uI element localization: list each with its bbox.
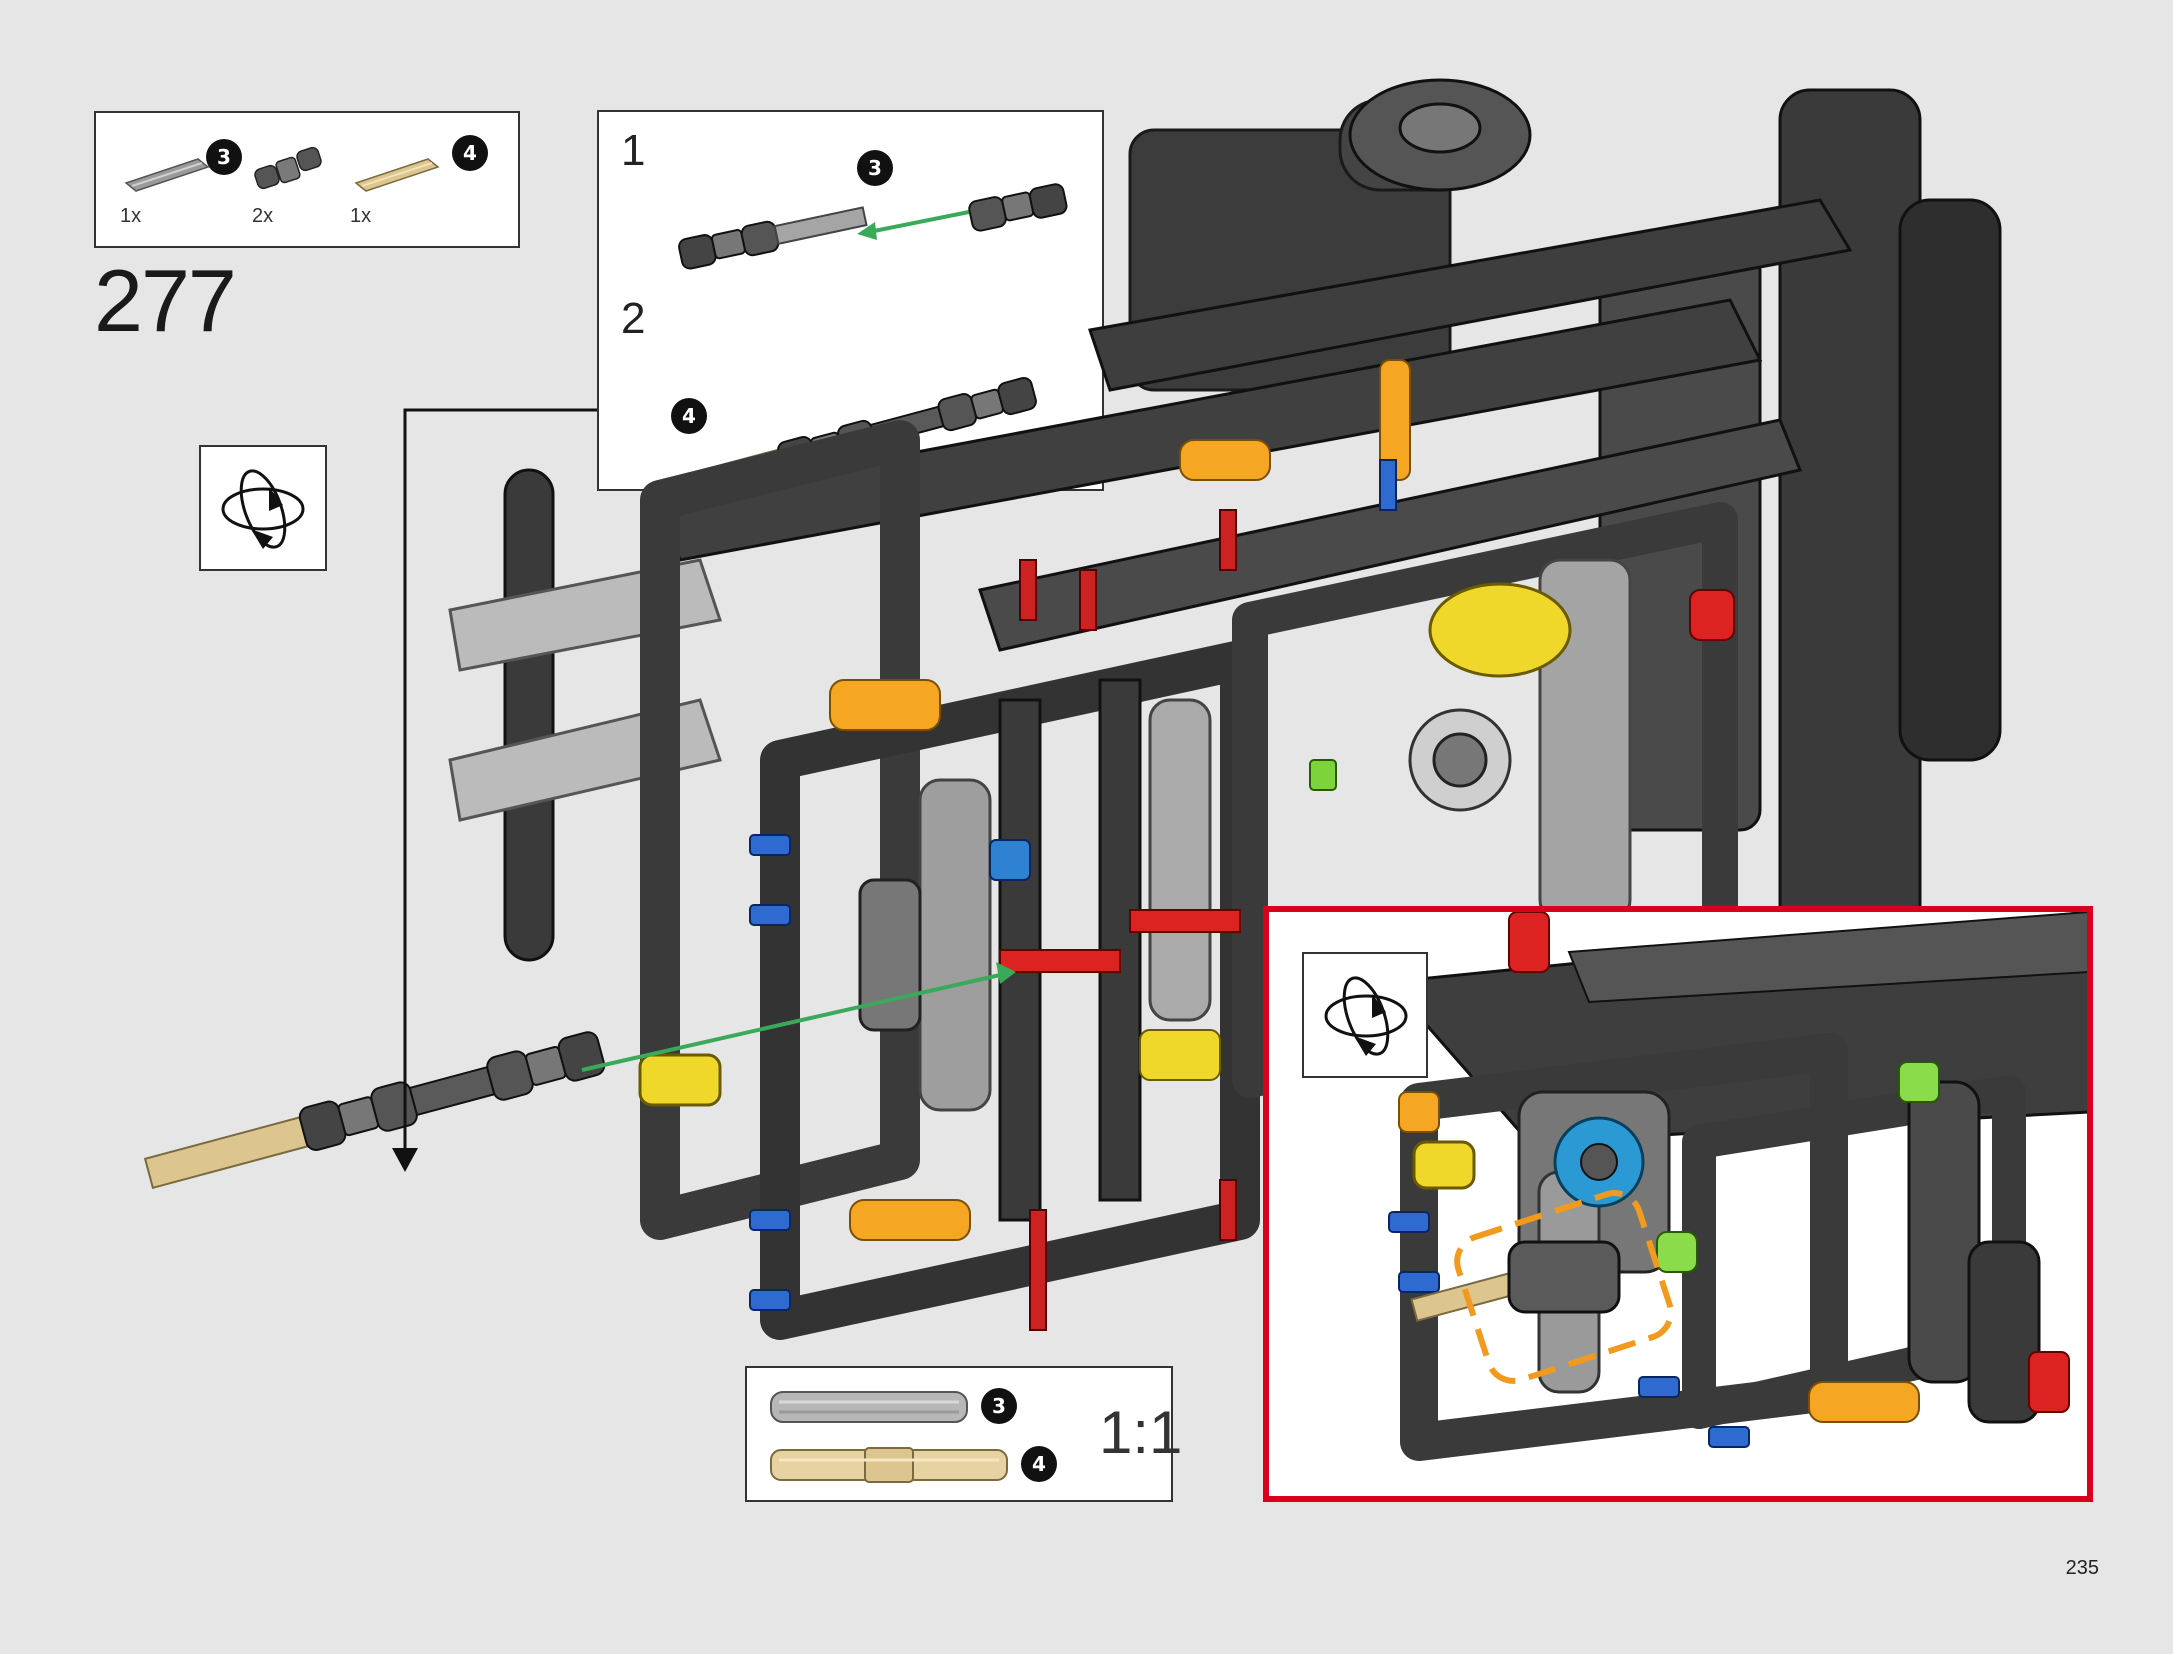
gray-axle-icon — [124, 158, 210, 192]
part-ref-badge: 4 — [452, 135, 488, 171]
tan-axle-scale-icon — [770, 1447, 1008, 1483]
parts-list-box: 3 1x 2x 4 1x — [94, 111, 520, 248]
part-qty: 1x — [120, 205, 142, 227]
rotate-model-icon — [221, 469, 305, 549]
detail-callout — [1263, 906, 2093, 1502]
step-number: 277 — [94, 251, 237, 350]
sub-step-number: 1 — [621, 126, 646, 175]
part-qty: 2x — [252, 205, 274, 227]
universal-joint-icon — [254, 146, 322, 190]
tan-axle-icon — [354, 158, 440, 192]
scale-ref-badge: 4 — [1021, 1446, 1057, 1482]
highlight-dashed-outline — [1454, 1190, 1674, 1384]
part-qty: 1x — [350, 205, 372, 227]
rotate-model-box — [199, 445, 327, 571]
detail-rotate-model-box — [1302, 952, 1428, 1078]
main-shaft-assembly — [143, 1031, 606, 1190]
scale-ref-badge: 3 — [981, 1388, 1017, 1424]
scale-ratio: 1:1 — [1099, 1399, 1183, 1466]
sub-step-ref-badge: 3 — [857, 150, 893, 186]
insertion-arrow — [581, 973, 1001, 1072]
gray-axle-scale-icon — [770, 1391, 968, 1423]
rotate-model-icon — [1324, 976, 1408, 1056]
sub-step-ref-badge: 4 — [671, 398, 707, 434]
part-ref-badge: 3 — [206, 139, 242, 175]
page-number: 235 — [2065, 1557, 2099, 1579]
model-top-beams — [658, 198, 1853, 652]
callout-connector-line — [403, 408, 597, 1160]
sub-step-1-shaft-illustration — [678, 183, 1068, 270]
model-color-accents — [638, 359, 1735, 1331]
scale-reference-box: 3 4 1:1 — [745, 1366, 1182, 1502]
sub-step-number: 2 — [621, 294, 646, 343]
